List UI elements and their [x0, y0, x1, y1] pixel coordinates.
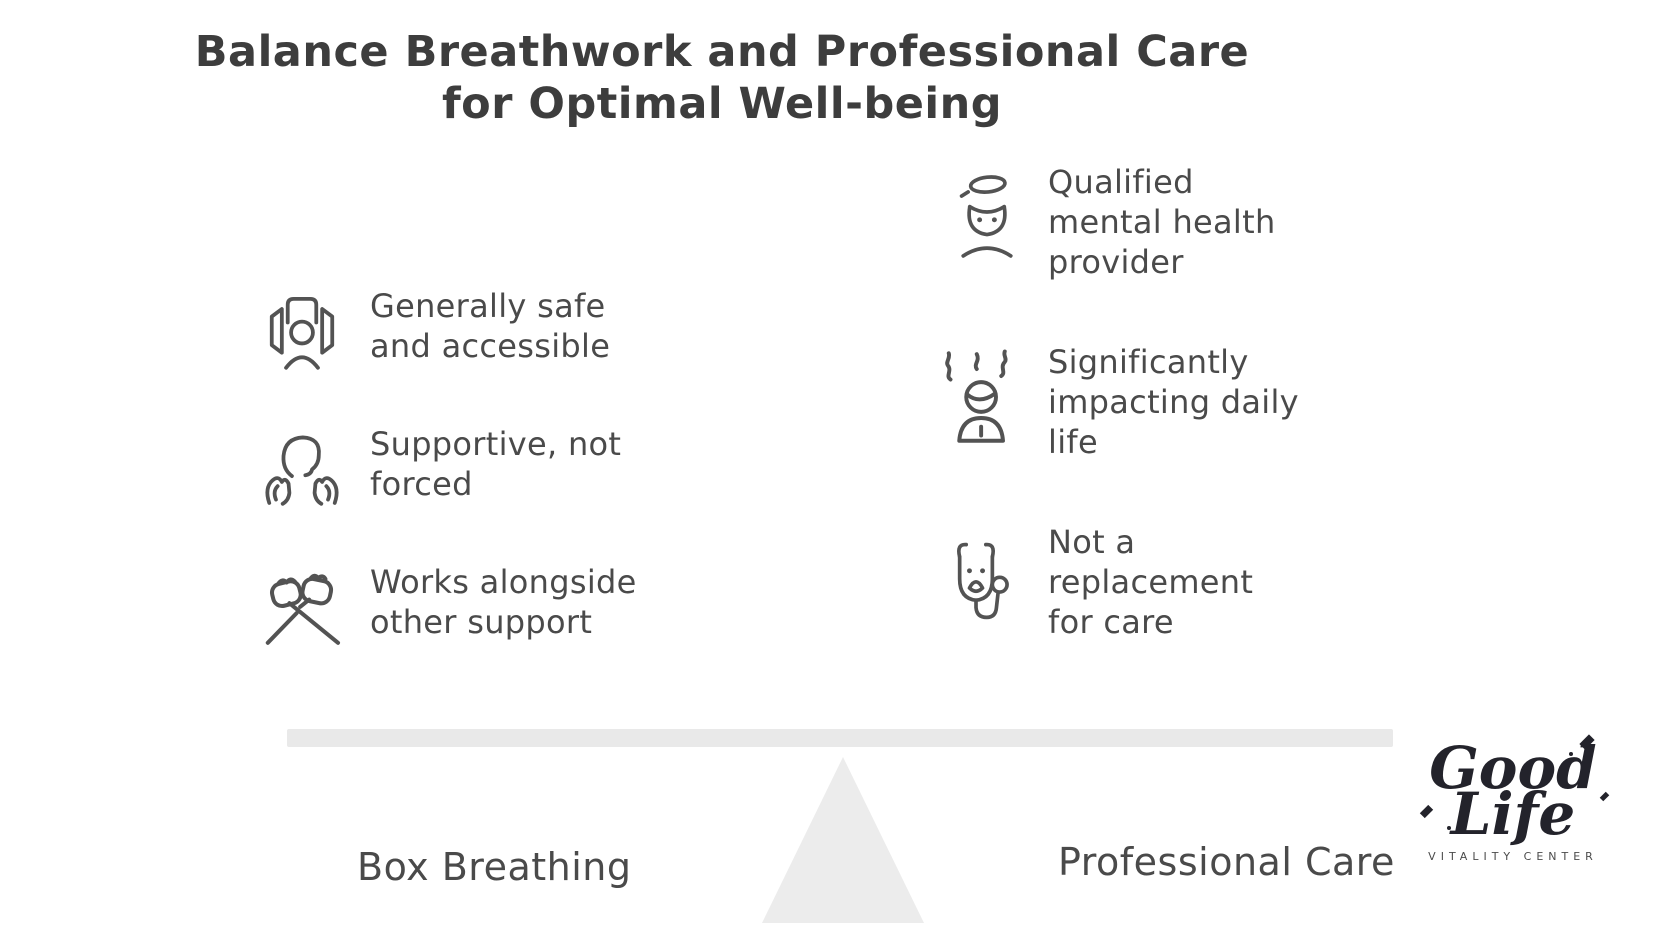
logo-word-good: Good: [1429, 734, 1597, 802]
right-item-2-text: Significantly impacting daily life: [1048, 343, 1299, 461]
left-side-label: Box Breathing: [357, 845, 632, 889]
logo-word-life: Life: [1450, 780, 1576, 848]
balance-fulcrum-triangle: [762, 757, 924, 923]
stethoscope-icon: [944, 534, 1026, 628]
mental-health-provider-icon: [946, 170, 1028, 268]
stressed-person-icon: [938, 348, 1026, 446]
head-in-hands-icon: [260, 424, 344, 508]
title-line-1: Balance Breathwork and Professional Care: [194, 27, 1250, 77]
page-title: Balance Breathwork and Professional Care…: [0, 26, 1444, 130]
title-line-2: for Optimal Well-being: [441, 79, 1003, 129]
sparkle-dot-icon: [1569, 752, 1573, 756]
left-item-2-text: Supportive, not forced: [370, 425, 622, 503]
logo-subtitle: VITALITY CENTER: [1428, 850, 1598, 863]
left-item-3-text: Works alongside other support: [370, 563, 637, 641]
crossed-fists-icon: [256, 560, 348, 650]
right-item-3-text: Not a replacement for care: [1048, 523, 1254, 641]
right-side-label: Professional Care: [1058, 840, 1395, 884]
accessible-person-icon: [260, 288, 344, 372]
sparkle-dot-icon: [1447, 826, 1451, 830]
left-item-1-text: Generally safe and accessible: [370, 287, 611, 365]
good-life-logo: Good Life VITALITY CENTER: [1413, 734, 1613, 863]
right-item-1-text: Qualified mental health provider: [1048, 163, 1276, 281]
balance-beam: [287, 729, 1393, 747]
